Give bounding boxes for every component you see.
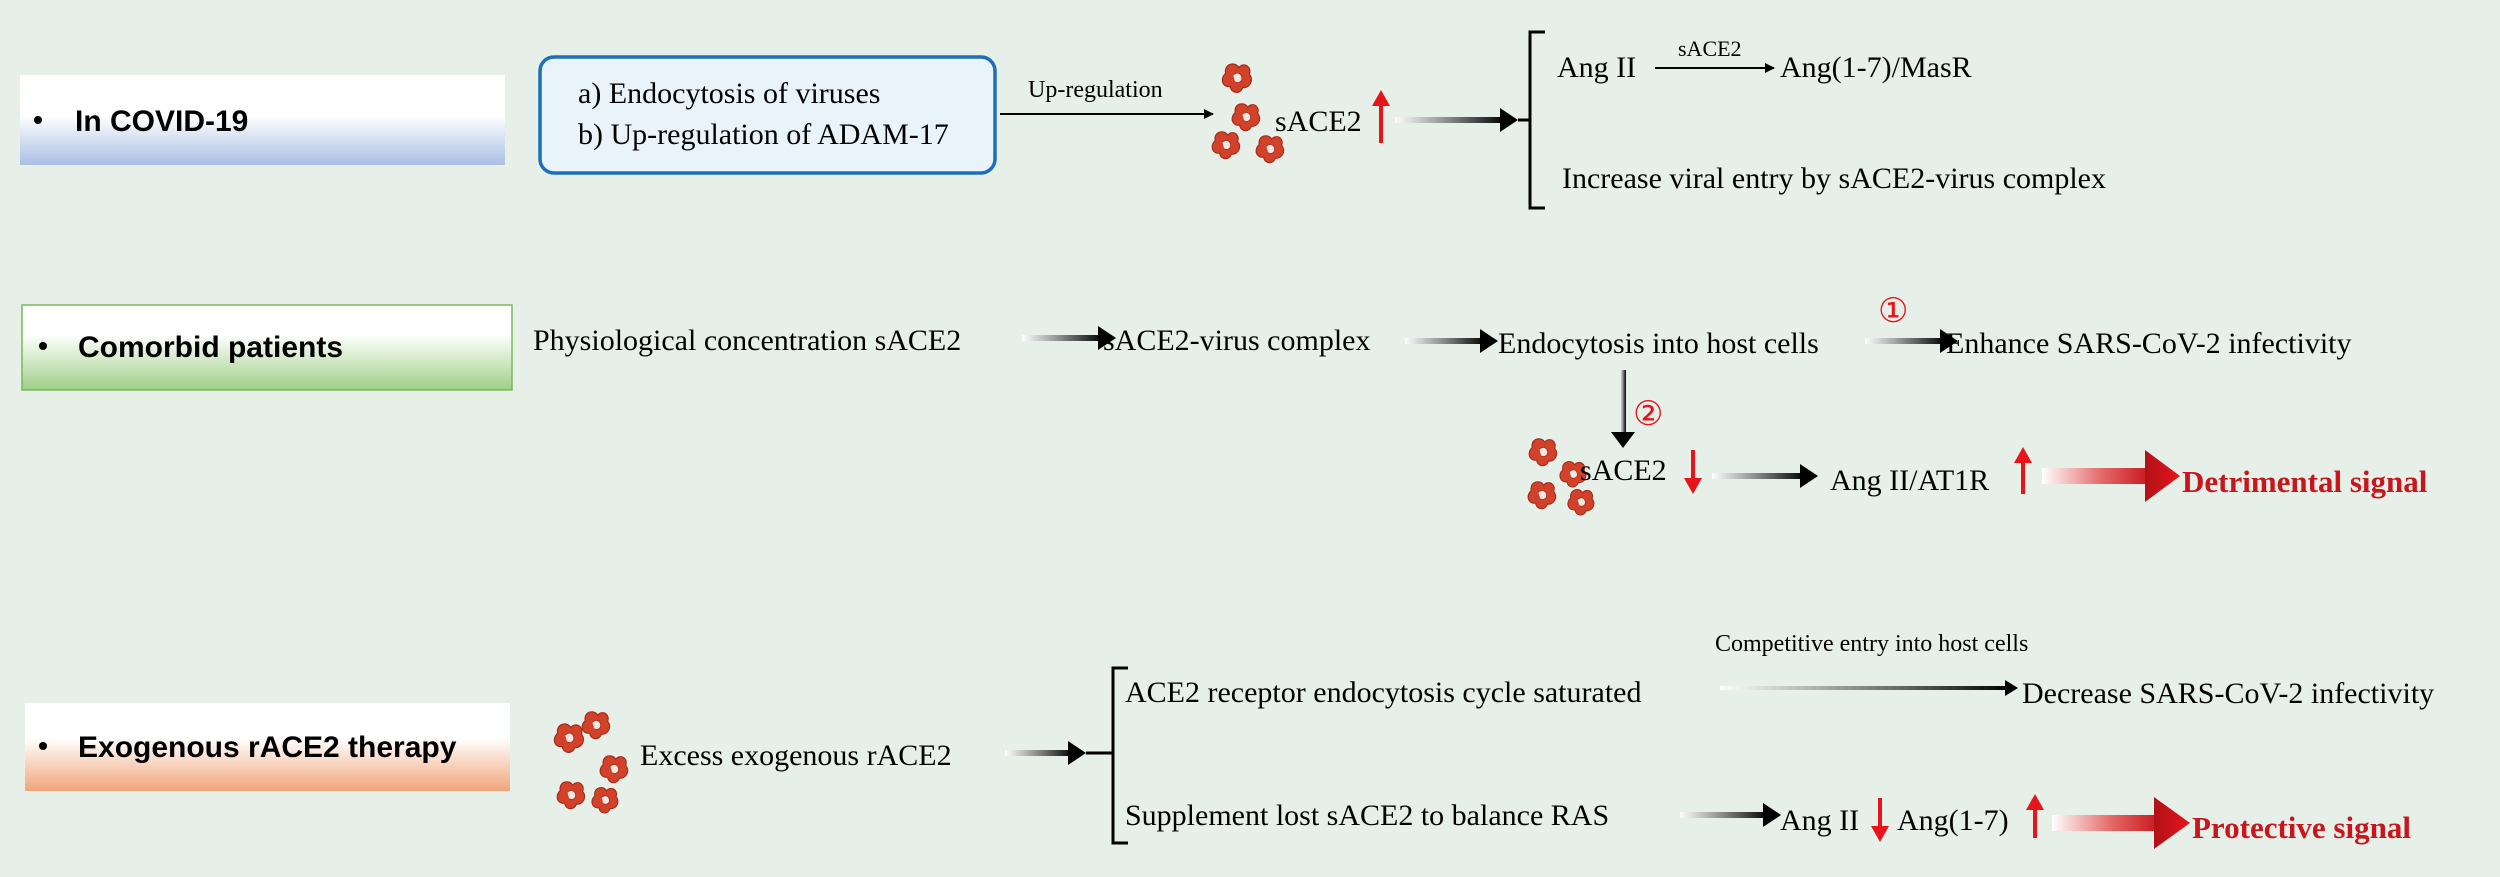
sace2-enzyme-label: sACE2 <box>1678 36 1742 61</box>
flow-arrow <box>1022 326 1116 350</box>
sace2-protein-icon <box>1231 103 1261 132</box>
section-title-comorbid: Comorbid patients <box>78 331 343 364</box>
decrease-infectivity-label: Decrease SARS-CoV-2 infectivity <box>2022 677 2434 710</box>
bullet-icon <box>39 342 47 350</box>
sace2-label: sACE2 <box>1275 105 1362 138</box>
section-label-therapy: Exogenous rACE2 therapy <box>25 703 510 791</box>
mechanism-item-b: b) Up-regulation of ADAM-17 <box>578 118 949 151</box>
sace2-protein-icon <box>1567 489 1595 516</box>
viral-entry-text: Increase viral entry by sACE2-virus comp… <box>1562 162 2106 195</box>
sace2-protein-icon <box>1255 135 1285 164</box>
flow-arrow <box>1680 803 1781 827</box>
sace2-protein-icon <box>1528 438 1558 467</box>
competitive-entry-label: Competitive entry into host cells <box>1715 631 2028 657</box>
mechanism-box <box>538 55 997 175</box>
ang2-label: Ang II <box>1780 804 1859 837</box>
therapy-band <box>25 703 510 791</box>
down-arrow-icon <box>1684 450 1702 494</box>
flow-arrow <box>1865 329 1958 353</box>
flow-arrow <box>1720 680 2018 696</box>
flow-arrow <box>1712 464 1818 488</box>
flow-arrow <box>1395 108 1518 132</box>
physiological-label: Physiological concentration sACE2 <box>533 324 961 357</box>
pathway-marker-1: ① <box>1878 292 1908 330</box>
race2-protein-icon <box>556 781 586 810</box>
protective-arrow <box>2052 797 2190 849</box>
comorbid-band <box>21 304 513 391</box>
protective-signal-label: Protective signal <box>2192 810 2411 845</box>
detrimental-arrow <box>2042 450 2180 502</box>
mechanism-item-a: a) Endocytosis of viruses <box>578 77 880 110</box>
bullet-icon <box>34 116 42 124</box>
excess-race2-label: Excess exogenous rACE2 <box>640 739 952 772</box>
enhance-infectivity-label: Enhance SARS-CoV-2 infectivity <box>1946 327 2352 360</box>
section-title-covid: In COVID-19 <box>75 105 248 138</box>
supplement-label: Supplement lost sACE2 to balance RAS <box>1125 799 1609 832</box>
section-label-comorbid: Comorbid patients <box>21 304 513 391</box>
race2-protein-icon <box>553 723 585 753</box>
up-arrow-icon <box>1372 90 1390 143</box>
flow-arrow <box>1005 741 1086 765</box>
ang2-at1r-label: Ang II/AT1R <box>1830 464 1989 497</box>
race2-protein-icon <box>599 755 629 784</box>
bullet-icon <box>39 742 47 750</box>
receptor-saturated-label: ACE2 receptor endocytosis cycle saturate… <box>1125 676 1641 709</box>
section-label-covid: In COVID-19 <box>20 75 505 165</box>
up-arrow-icon <box>2014 447 2032 494</box>
detrimental-signal-label: Detrimental signal <box>2182 464 2428 499</box>
race2-protein-icon <box>591 787 619 814</box>
down-flow-arrow <box>1611 370 1635 448</box>
comorbid-row: Physiological concentration sACE2 sACE2-… <box>533 292 2428 516</box>
ang17-masr-label: Ang(1-7)/MasR <box>1780 51 1972 84</box>
sace2-protein-icon <box>1211 131 1241 160</box>
up-arrow-icon <box>2026 794 2044 838</box>
sace2-label: sACE2 <box>1580 454 1667 487</box>
branch-bracket <box>1518 30 1545 210</box>
complex-label: sACE2-virus complex <box>1103 324 1370 357</box>
sace2-protein-icon <box>1527 481 1557 510</box>
endocytosis-label: Endocytosis into host cells <box>1498 327 1819 360</box>
ang17-label: Ang(1-7) <box>1897 804 2009 837</box>
sace2-protein-icon <box>1221 63 1253 93</box>
section-title-therapy: Exogenous rACE2 therapy <box>78 731 457 764</box>
down-arrow-icon <box>1871 798 1889 842</box>
covid-row: a) Endocytosis of viruses b) Up-regulati… <box>538 30 2106 210</box>
therapy-row: Excess exogenous rACE2 ACE2 receptor end… <box>553 631 2434 849</box>
race2-protein-icon <box>581 711 611 740</box>
covid-band <box>20 75 505 165</box>
upregulation-label: Up-regulation <box>1028 77 1163 103</box>
pathway-marker-2: ② <box>1633 395 1663 433</box>
ang2-label: Ang II <box>1557 51 1636 84</box>
branch-bracket <box>1086 666 1128 845</box>
flow-arrow <box>1405 329 1498 353</box>
